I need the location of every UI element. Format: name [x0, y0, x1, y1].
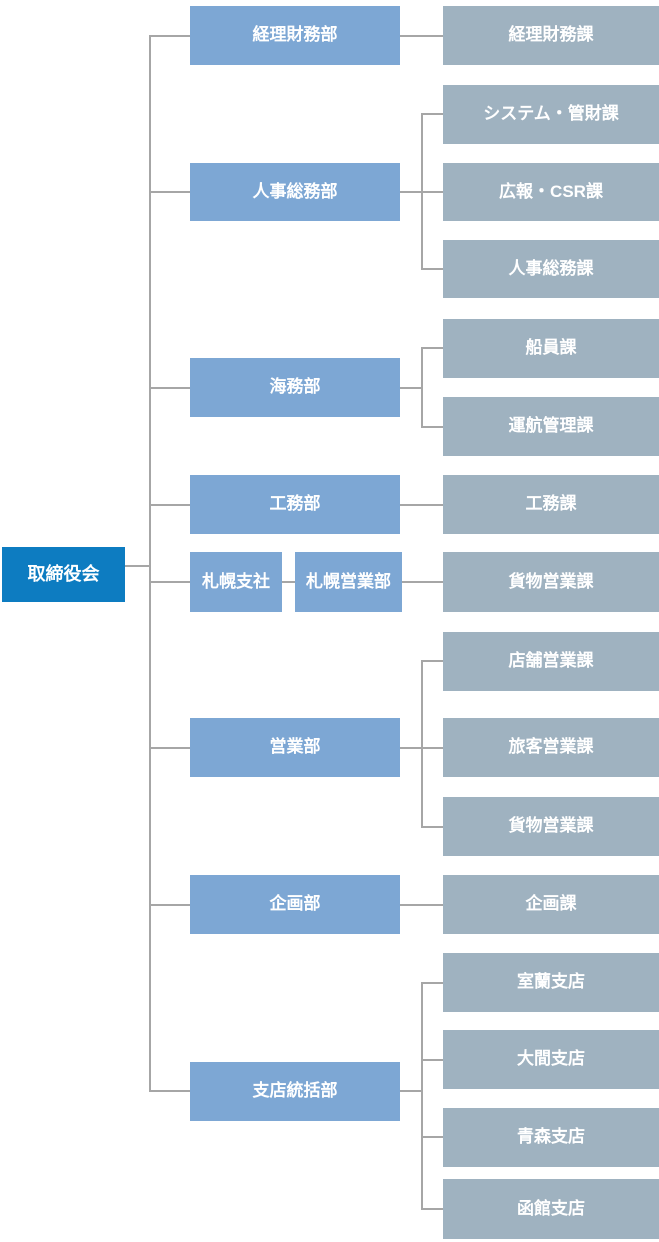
org-node-dept-keirizaimu: 経理財務部: [190, 6, 400, 65]
org-node-root-torishimariyakukai: 取締役会: [2, 547, 125, 602]
connector-eigyou-child-1: [421, 660, 443, 662]
connector-eigyou-trunk: [421, 660, 423, 828]
connector-eigyou-child-3: [421, 826, 443, 828]
connector-kaimu-child-1: [421, 347, 443, 349]
connector-jinjisoumu-child-1: [421, 113, 443, 115]
org-node-dept-shitentoukatsu: 支店統括部: [190, 1062, 400, 1121]
connector-sapporo-child: [402, 581, 443, 583]
org-node-dept-kikaku: 企画部: [190, 875, 400, 934]
org-node-sect-kamotsu-sapporo: 貨物営業課: [443, 552, 659, 612]
org-node-dept-koumu: 工務部: [190, 475, 400, 534]
connector-shiten-child-3: [421, 1136, 443, 1138]
connector-jinjisoumu-child-2: [400, 191, 443, 193]
org-node-sect-unkoukanri: 運航管理課: [443, 397, 659, 456]
connector-jinjisoumu-child-3: [421, 268, 443, 270]
org-node-sect-ryokaku-eigyou: 旅客営業課: [443, 718, 659, 777]
connector-dept-stub-eigyou: [149, 747, 190, 749]
connector-keirizaimu-child: [400, 35, 443, 37]
org-node-sect-kouhou-csr: 広報・CSR課: [443, 163, 659, 221]
org-node-dept-sapporo-shisha: 札幌支社: [190, 552, 282, 612]
org-node-sect-tenpo-eigyou: 店舗営業課: [443, 632, 659, 691]
connector-sapporo-link: [282, 581, 295, 583]
org-node-dept-kaimu: 海務部: [190, 358, 400, 417]
org-node-sect-kamotsu-eigyou: 貨物営業課: [443, 797, 659, 856]
org-node-sect-hakodate: 函館支店: [443, 1179, 659, 1239]
org-node-sect-keirizaimuka: 経理財務課: [443, 6, 659, 65]
connector-dept-stub-kikaku: [149, 904, 190, 906]
connector-dept-stub-koumu: [149, 504, 190, 506]
connector-kaimu-child-2: [421, 426, 443, 428]
org-node-sect-muroran: 室蘭支店: [443, 953, 659, 1012]
connector-eigyou-child-2: [400, 747, 443, 749]
org-node-sect-aomori: 青森支店: [443, 1108, 659, 1167]
connector-root-stub: [125, 565, 149, 567]
connector-dept-stub-jinjisoumu: [149, 191, 190, 193]
connector-dept-stub-sapporo: [149, 581, 190, 583]
connector-dept-stub-shitentoukatsu: [149, 1090, 190, 1092]
org-node-sect-senin: 船員課: [443, 319, 659, 378]
connector-kaimu-stub: [400, 387, 423, 389]
org-node-sect-ooma: 大間支店: [443, 1030, 659, 1089]
connector-shiten-child-1: [421, 982, 443, 984]
org-node-sect-system-kanzai: システム・管財課: [443, 85, 659, 144]
org-node-dept-sapporo-eigyou: 札幌営業部: [295, 552, 402, 612]
connector-koumu-child: [400, 504, 443, 506]
org-node-dept-eigyou: 営業部: [190, 718, 400, 777]
connector-main-trunk: [149, 35, 151, 1091]
org-node-sect-jinjisoumuka: 人事総務課: [443, 240, 659, 298]
org-node-dept-jinjisoumu: 人事総務部: [190, 163, 400, 221]
connector-shiten-stub: [400, 1090, 423, 1092]
connector-dept-stub-kaimu: [149, 387, 190, 389]
org-node-sect-koumuka: 工務課: [443, 475, 659, 534]
connector-shiten-trunk: [421, 982, 423, 1210]
org-node-sect-kikakuka: 企画課: [443, 875, 659, 934]
connector-dept-stub-keirizaimu: [149, 35, 190, 37]
connector-shiten-child-2: [421, 1059, 443, 1061]
connector-kikaku-child: [400, 904, 443, 906]
connector-shiten-child-4: [421, 1208, 443, 1210]
